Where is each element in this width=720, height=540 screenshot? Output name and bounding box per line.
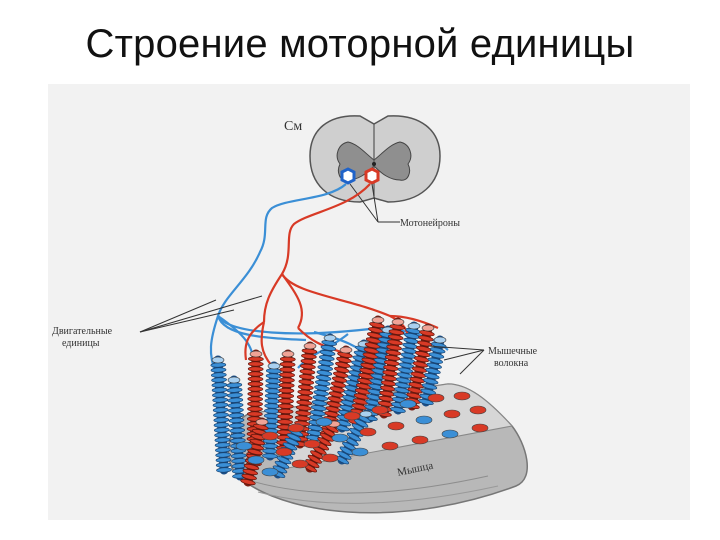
motor-units-leader-lines [139, 295, 263, 333]
red-fiber-end [321, 453, 339, 463]
spinal-cord-section [309, 115, 441, 203]
motor-unit-diagram: См Мотонейроны Двигательные единицы Мыше… [52, 115, 538, 514]
red-motoneuron [364, 167, 380, 185]
blue-fiber-end [415, 415, 433, 425]
red-fiber-end [443, 409, 461, 419]
red-fiber-end [471, 423, 489, 433]
red-fiber-end [371, 405, 389, 415]
red-fiber-end [287, 423, 305, 433]
red-fiber-end [427, 393, 445, 403]
red-fiber-end [275, 447, 293, 457]
motor-units-label-line2: единицы [62, 338, 100, 349]
red-fiber-end [469, 405, 487, 415]
slide-title: Строение моторной единицы [85, 22, 635, 66]
muscle-fibers-label-line1: Мышечные [488, 346, 538, 357]
red-fiber-end [291, 459, 309, 469]
motoneurons-label: Мотонейроны [400, 218, 460, 229]
blue-fiber-end [247, 455, 265, 465]
blue-muscle-fiber [334, 409, 373, 465]
red-fiber-end [411, 435, 429, 445]
red-fiber-end [453, 391, 471, 401]
blue-fiber-end [235, 441, 253, 451]
blue-fiber-end [315, 417, 333, 427]
blue-fiber-end [351, 447, 369, 457]
blue-muscle-fiber [210, 355, 232, 475]
blue-fiber-end [441, 429, 459, 439]
red-muscle-fiber [240, 417, 269, 487]
red-fiber-end [303, 439, 321, 449]
red-fiber-end [343, 411, 361, 421]
blue-fiber-end [331, 433, 349, 443]
red-fiber-end [261, 431, 279, 441]
red-muscle-fiber [376, 317, 405, 419]
blue-fiber-end [399, 399, 417, 409]
blue-motoneuron [340, 167, 356, 185]
red-muscle-fiber [302, 419, 341, 473]
motor-unit-figure: См Мотонейроны Двигательные единицы Мыше… [48, 84, 690, 520]
red-fiber-end [359, 427, 377, 437]
motor-units-label-line1: Двигательные [52, 326, 113, 337]
blue-muscle-fiber [226, 375, 248, 481]
motoneuron-leader-lines [349, 183, 400, 223]
red-fiber-end [381, 441, 399, 451]
muscle-fibers-label-line2: волокна [494, 358, 529, 369]
muscle-fibers-leader-lines [427, 345, 485, 375]
muscle-fiber-ends [235, 391, 489, 477]
red-fiber-end [387, 421, 405, 431]
blue-fiber-end [261, 467, 279, 477]
spinal-cord-label: См [284, 119, 302, 134]
